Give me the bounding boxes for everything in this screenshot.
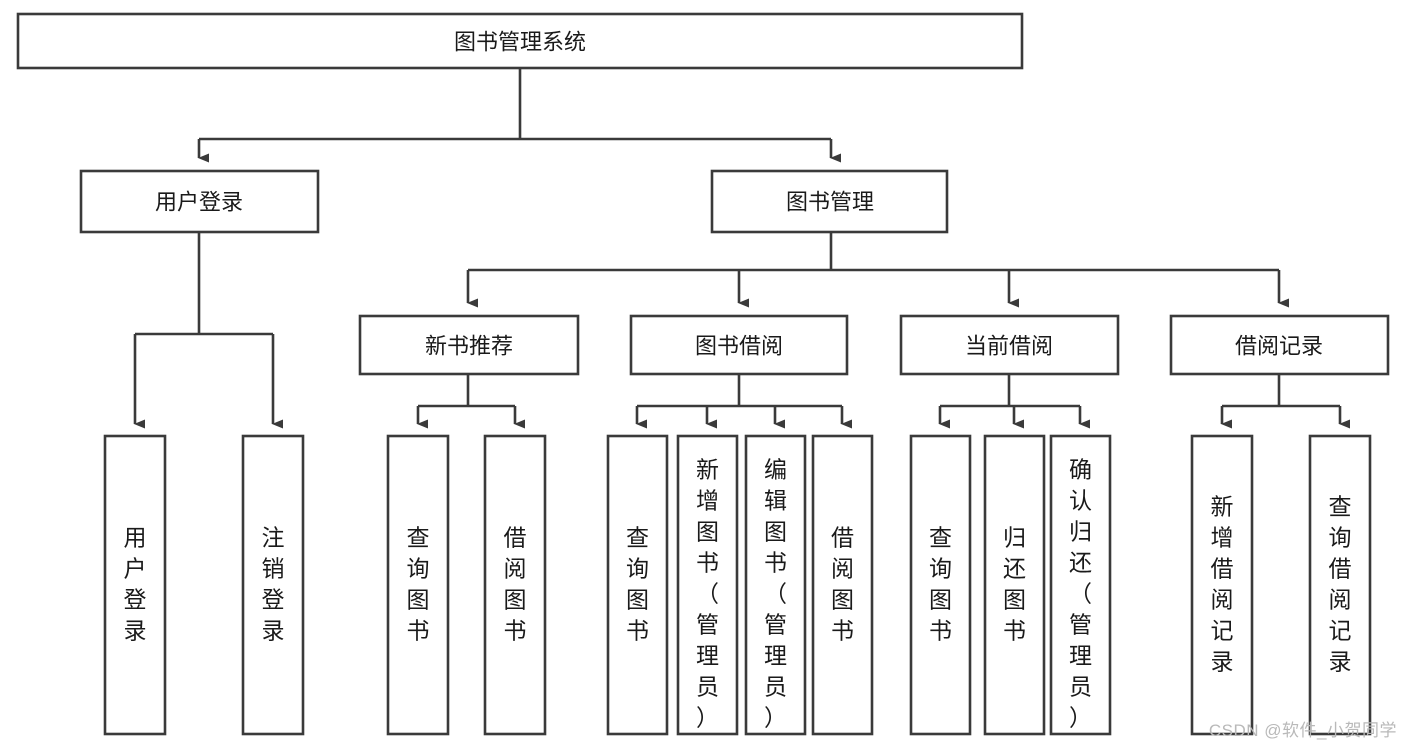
user-login-box[interactable] (79, 169, 320, 234)
leaf-layer: 用户登录 注销登录 查询图书 借阅图书 查询图书 新增图书（管理员） 编辑图书（管理员） 借阅… (103, 434, 1372, 736)
leaf-label: 查询图书 (407, 524, 430, 643)
root-box[interactable] (16, 12, 1024, 70)
leaf-label: 编辑图书（管理员） (764, 457, 787, 731)
new-book-recommend-label: 新书推荐 (425, 334, 513, 359)
leaf-box[interactable] (1049, 434, 1112, 736)
connector-layer (133, 68, 1350, 429)
leaf-label: 确认归还（管理员） (1069, 457, 1092, 731)
leaf-label: 用户登录 (124, 524, 147, 643)
leaf-label: 借阅图书 (831, 524, 854, 643)
leaf-node[interactable]: 借阅图书 (811, 434, 874, 736)
leaf-node[interactable]: 查询图书 (386, 434, 450, 736)
leaf-label: 新增借阅记录 (1211, 493, 1234, 674)
borrow-record-box[interactable] (1169, 314, 1390, 376)
current-borrow-box[interactable] (899, 314, 1120, 376)
leaf-node[interactable]: 用户登录 (103, 434, 167, 736)
leaf-node[interactable]: 注销登录 (241, 434, 305, 736)
leaf-box[interactable] (811, 434, 874, 736)
leaf-node[interactable]: 新增借阅记录 (1190, 434, 1254, 736)
node-current-borrow[interactable]: 当前借阅 (899, 314, 1120, 376)
root-label: 图书管理系统 (454, 30, 586, 55)
leaf-node[interactable]: 查询图书 (606, 434, 669, 736)
leaf-box[interactable] (909, 434, 972, 736)
borrow-record-label: 借阅记录 (1235, 334, 1323, 359)
leaf-label: 借阅图书 (504, 524, 527, 643)
leaf-node[interactable]: 查询借阅记录 (1308, 434, 1372, 736)
leaf-node[interactable]: 查询图书 (909, 434, 972, 736)
leaf-node[interactable]: 归还图书 (983, 434, 1046, 736)
leaf-label: 新增图书（管理员） (696, 457, 719, 731)
book-borrow-label: 图书借阅 (695, 334, 783, 359)
leaf-label: 归还图书 (1003, 524, 1026, 643)
leaf-label: 注销登录 (262, 524, 285, 643)
user-login-label: 用户登录 (155, 190, 243, 215)
node-user-login[interactable]: 用户登录 (79, 169, 320, 234)
leaf-box[interactable] (103, 434, 167, 736)
node-book-management[interactable]: 图书管理 (710, 169, 949, 234)
leaf-box[interactable] (241, 434, 305, 736)
leaf-box[interactable] (606, 434, 669, 736)
node-root[interactable]: 图书管理系统 (16, 12, 1024, 70)
leaf-box[interactable] (483, 434, 547, 736)
leaf-box[interactable] (983, 434, 1046, 736)
leaf-node[interactable]: 借阅图书 (483, 434, 547, 736)
leaf-label: 查询借阅记录 (1329, 493, 1352, 674)
book-borrow-box[interactable] (629, 314, 849, 376)
leaf-label: 查询图书 (626, 524, 649, 643)
node-new-book-recommend[interactable]: 新书推荐 (358, 314, 580, 376)
leaf-box[interactable] (676, 434, 739, 736)
current-borrow-label: 当前借阅 (965, 334, 1053, 359)
leaf-box[interactable] (1308, 434, 1372, 736)
leaf-node[interactable]: 编辑图书（管理员） (744, 434, 807, 736)
leaf-node[interactable]: 新增图书（管理员） (676, 434, 739, 736)
node-borrow-record[interactable]: 借阅记录 (1169, 314, 1390, 376)
node-book-borrow[interactable]: 图书借阅 (629, 314, 849, 376)
watermark-text: CSDN @软件_小贺同学 (1208, 721, 1397, 740)
leaf-box[interactable] (386, 434, 450, 736)
book-management-label: 图书管理 (786, 190, 874, 215)
leaf-box[interactable] (1190, 434, 1254, 736)
leaf-box[interactable] (744, 434, 807, 736)
leaf-label: 查询图书 (929, 524, 952, 643)
leaf-node[interactable]: 确认归还（管理员） (1049, 434, 1112, 736)
book-management-box[interactable] (710, 169, 949, 234)
new-book-recommend-box[interactable] (358, 314, 580, 376)
